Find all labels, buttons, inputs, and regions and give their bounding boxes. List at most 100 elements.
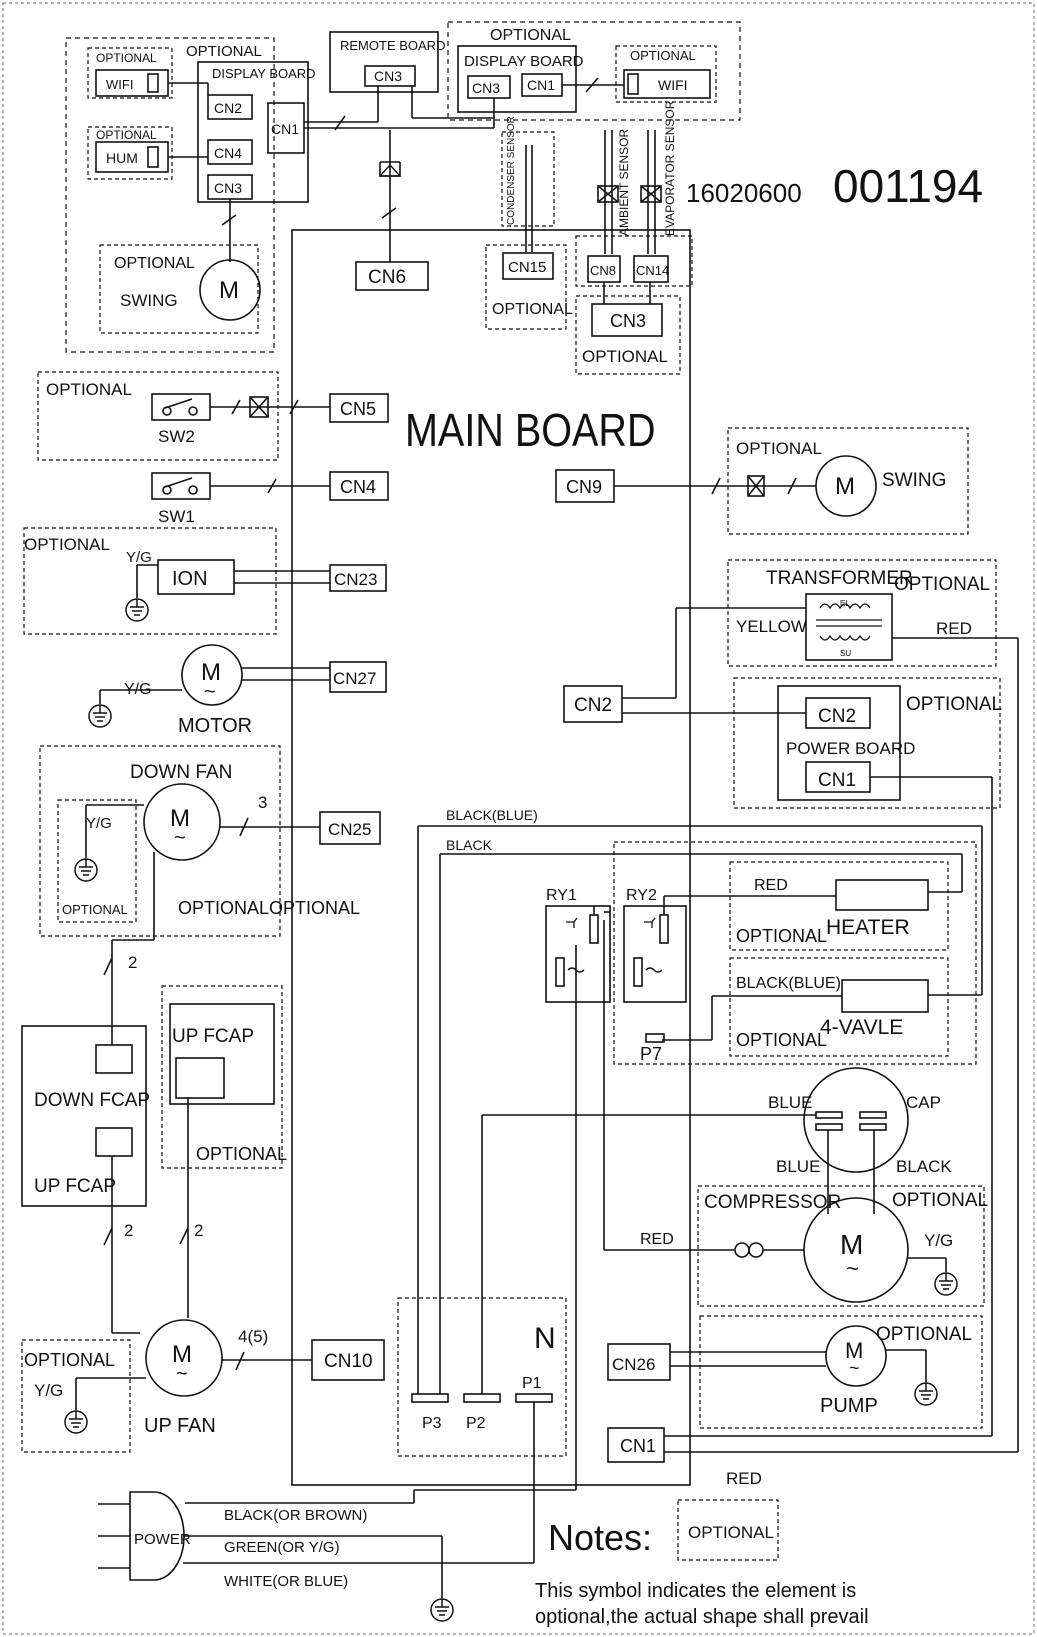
wifi-left-port xyxy=(147,73,159,93)
optional-zone-up-fan-gnd xyxy=(21,1339,131,1453)
optional-zone-down-fan-gnd xyxy=(57,799,137,923)
lbl-transformer: TRANSFORMER xyxy=(766,568,913,589)
lbl-yellow: YELLOW xyxy=(736,617,807,636)
wifi-right-box xyxy=(623,69,711,99)
lbl-up-fan-tilde: ~ xyxy=(176,1363,188,1385)
code-large: 001194 xyxy=(833,160,983,212)
swing-right-motor xyxy=(815,455,877,517)
cn6-box xyxy=(355,261,429,291)
lbl-pump-m: M xyxy=(845,1338,863,1363)
optional-zone-compressor xyxy=(697,1185,985,1307)
optional-zone-terminals xyxy=(397,1297,567,1457)
lbl-ion: ION xyxy=(172,568,208,590)
lbl-swing-left-m: M xyxy=(219,277,239,304)
optional-zone-wifi-right xyxy=(615,45,717,103)
lbl-swing-left: SWING xyxy=(120,291,178,310)
lbl-optional-down-fan-gnd: OPTIONAL xyxy=(62,902,128,917)
up-fan-motor xyxy=(145,1319,223,1397)
main-board-title: MAIN BOARD xyxy=(405,405,656,456)
optional-zone-pump xyxy=(699,1315,983,1429)
optional-zone-wifi-left xyxy=(87,47,173,99)
lbl-optional-sw2: OPTIONAL xyxy=(46,380,132,399)
lbl-yg-down-fan: Y/G xyxy=(86,815,112,832)
fcap-box-left xyxy=(21,1025,147,1207)
lbl-4-valve: 4-VAVLE xyxy=(820,1016,903,1039)
lbl-compressor-m: M xyxy=(840,1229,863,1260)
lbl-cap: CAP xyxy=(906,1093,941,1112)
lbl-optional-pump: OPTIONAL xyxy=(876,1324,972,1345)
cap-circle xyxy=(803,1067,909,1173)
optional-zone-power-board xyxy=(733,677,1001,809)
lbl-optional-top-right: OPTIONAL xyxy=(490,27,571,44)
lbl-ry1: RY1 xyxy=(546,887,577,904)
lbl-pb-cn1: CN1 xyxy=(818,770,856,791)
lbl-swing-right: SWING xyxy=(882,470,946,491)
lbl-red-bottom: RED xyxy=(726,1469,762,1488)
notes-optional-symbol xyxy=(677,1499,779,1561)
lbl-up-fcap-right: UP FCAP xyxy=(172,1026,254,1047)
lbl-cn23: CN23 xyxy=(334,570,377,589)
lbl-cn1-main: CN1 xyxy=(620,1436,656,1456)
lbl-pump: PUMP xyxy=(820,1395,878,1417)
lbl-cn2-main: CN2 xyxy=(574,695,612,716)
optional-zone-transformer xyxy=(727,559,997,667)
lbl-up-fcap-left: UP FCAP xyxy=(34,1176,116,1197)
lbl-down-fan-m: M xyxy=(170,805,190,832)
lbl-optional-cn3: OPTIONAL xyxy=(582,347,668,366)
ry2-box xyxy=(623,905,687,1003)
lbl-db-left-cn1: CN1 xyxy=(271,121,299,137)
lbl-motor-m: M xyxy=(201,659,221,686)
lbl-optional-power-board: OPTIONAL xyxy=(906,694,1002,715)
lbl-blue-cap-top: BLUE xyxy=(768,1093,812,1112)
optional-zone-cn15 xyxy=(485,244,567,330)
lbl-black-wire: BLACK xyxy=(446,837,493,853)
optional-zone-condenser xyxy=(501,131,555,227)
notes-line-2: optional,the actual shape shall prevail xyxy=(535,1606,869,1628)
lbl-motor-tilde: ~ xyxy=(204,681,216,703)
lbl-optional-top-left: OPTIONAL xyxy=(186,43,262,60)
lbl-black-cap: BLACK xyxy=(896,1157,952,1176)
wifi-right-port xyxy=(627,73,639,95)
lbl-wire-white: WHITE(OR BLUE) xyxy=(224,1573,348,1590)
lbl-p7: P7 xyxy=(640,1044,662,1064)
cn1-main-box xyxy=(607,1427,665,1463)
main-board-outline xyxy=(291,229,691,1486)
notes-title: Notes: xyxy=(548,1517,652,1558)
lbl-cn25: CN25 xyxy=(328,820,371,839)
p1-terminal xyxy=(515,1393,553,1403)
lbl-yg-compressor: Y/G xyxy=(924,1231,953,1250)
motor-circle xyxy=(181,644,243,706)
lbl-heater: HEATER xyxy=(826,916,910,939)
db-right-cn3-box xyxy=(467,75,511,99)
lbl-condenser-sensor: CONDENSER SENSOR xyxy=(506,116,517,225)
lbl-blue-cap-bottom: BLUE xyxy=(776,1157,820,1176)
lbl-sw1: SW1 xyxy=(158,507,195,526)
up-fcap-left-symbol xyxy=(95,1127,133,1157)
cn15-box xyxy=(502,252,554,280)
lbl-red-transformer: RED xyxy=(936,619,972,638)
lbl-swing-right-m: M xyxy=(835,473,855,500)
lbl-p2: P2 xyxy=(466,1415,486,1432)
optional-zone-cn3 xyxy=(575,295,681,375)
lbl-su: SU xyxy=(840,649,851,658)
lbl-optional-ion: OPTIONAL xyxy=(24,535,110,554)
lbl-cn3-main: CN3 xyxy=(610,311,646,331)
lbl-power-board: POWER BOARD xyxy=(786,739,915,758)
lbl-wire-black-brown: BLACK(OR BROWN) xyxy=(224,1507,367,1524)
lbl-wire-2-top: 2 xyxy=(128,953,137,972)
display-board-right xyxy=(457,45,577,113)
lbl-db-right-cn3: CN3 xyxy=(472,80,500,96)
cn10-box xyxy=(311,1339,385,1381)
notes-description: This symbol indicates the element is opt… xyxy=(535,1578,1015,1630)
cn2-main-box xyxy=(563,685,623,723)
code-small: 16020600 xyxy=(686,178,802,208)
lbl-cn15: CN15 xyxy=(508,259,546,276)
cn14-box xyxy=(633,255,669,283)
lbl-down-fan: DOWN FAN xyxy=(130,762,232,783)
lbl-yg-ion: Y/G xyxy=(126,549,152,566)
lbl-pb-cn2: CN2 xyxy=(818,706,856,727)
lbl-optional-wifi-left: OPTIONAL xyxy=(96,51,157,65)
lbl-db-right-cn1: CN1 xyxy=(527,77,555,93)
optional-zone-sw2 xyxy=(37,371,279,461)
